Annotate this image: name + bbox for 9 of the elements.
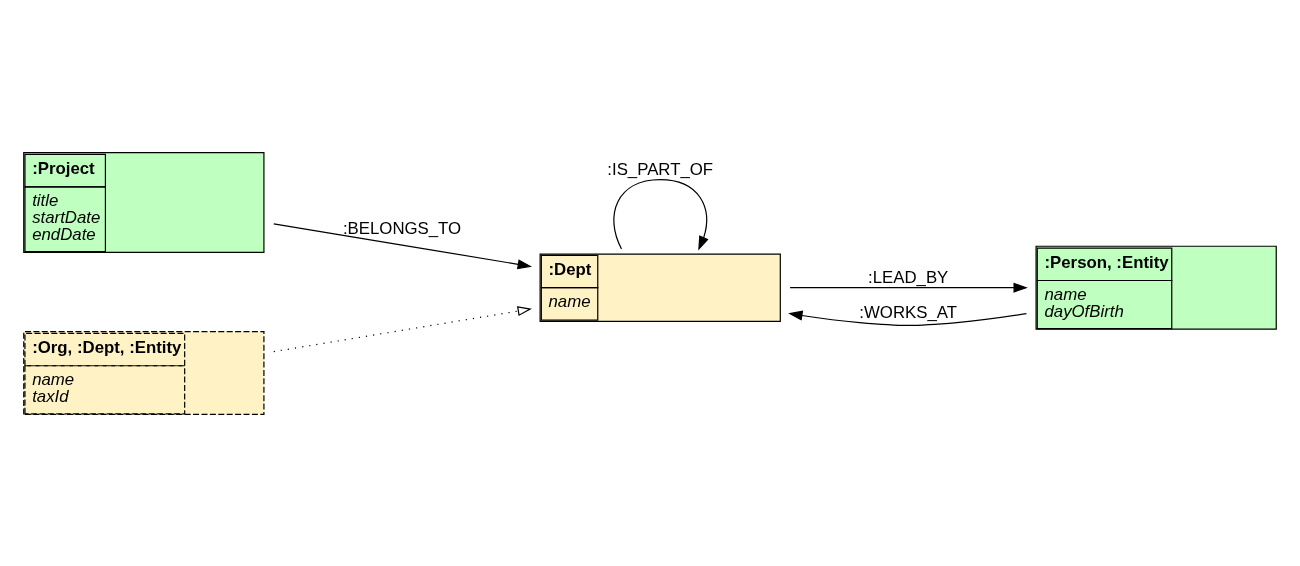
arrow: [273, 222, 532, 269]
edge-label: :LEAD_BY: [868, 267, 949, 287]
edge-label: :WORKS_AT: [859, 302, 958, 322]
arrow: [613, 178, 709, 251]
edge-label: :IS_PART_OF: [607, 159, 714, 179]
edge-label: :BELONGS_TO: [342, 218, 462, 238]
arrow: [788, 310, 1027, 326]
arrow: [273, 305, 532, 352]
arrow: [789, 282, 1028, 293]
